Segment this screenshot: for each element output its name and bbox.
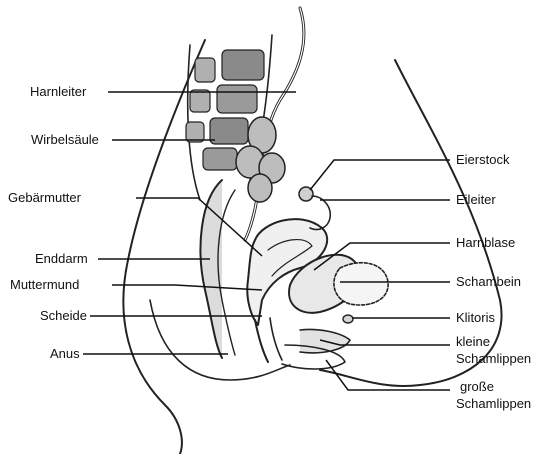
label-harnblase: Harnblase [456, 235, 515, 251]
vertebra [210, 118, 248, 144]
vertebra [222, 50, 264, 80]
vertebra [203, 148, 237, 170]
label-grosse-line2: Schamlippen [456, 395, 531, 412]
label-anus: Anus [50, 346, 80, 362]
leader-muttermund [112, 285, 262, 290]
vertebra-process [195, 58, 215, 82]
label-grosse-schamlippen: große Schamlippen [456, 378, 531, 412]
label-eileiter: Eileiter [456, 192, 496, 208]
clitoris [343, 315, 353, 323]
leader-eierstock [310, 160, 450, 190]
label-schambein: Schambein [456, 274, 521, 290]
label-wirbelsaeule: Wirbelsäule [31, 132, 99, 148]
vertebra [217, 85, 257, 113]
vagina [255, 320, 268, 362]
label-eierstock: Eierstock [456, 152, 509, 168]
label-kleine-line2: Schamlippen [456, 350, 531, 367]
leader-gebaermutter [136, 198, 262, 256]
vertebra-process [186, 122, 204, 142]
label-kleine-line1: kleine [456, 333, 531, 350]
label-klitoris: Klitoris [456, 310, 495, 326]
vertebra-process [190, 90, 210, 112]
label-enddarm: Enddarm [35, 251, 88, 267]
label-kleine-schamlippen: kleine Schamlippen [456, 333, 531, 367]
label-muttermund: Muttermund [10, 277, 79, 293]
label-gebaermutter: Gebärmutter [8, 190, 81, 206]
label-grosse-line1: große [456, 378, 531, 395]
pubic-bone [334, 263, 388, 305]
label-harnleiter: Harnleiter [30, 84, 86, 100]
label-scheide: Scheide [40, 308, 87, 324]
